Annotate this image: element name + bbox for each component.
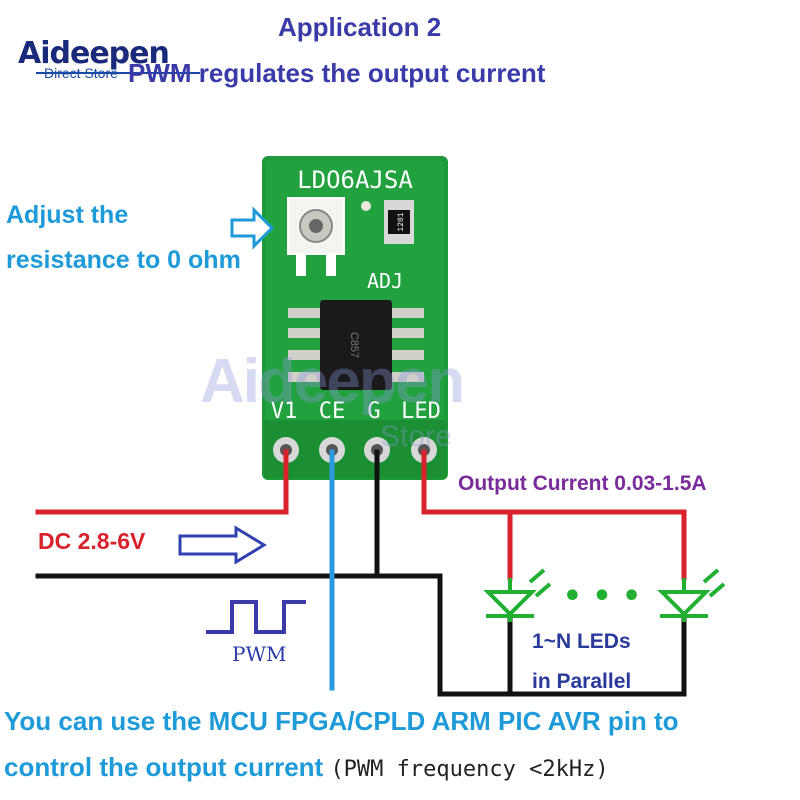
ic-chip: C857: [288, 300, 424, 390]
adjust-note-line1: Adjust the: [6, 201, 129, 229]
watermark-tagline: Store: [380, 420, 452, 453]
logo-brand: Aideepen: [18, 36, 170, 71]
pwm-waveform-icon: [206, 600, 306, 634]
page-subtitle: PWM regulates the output current: [128, 58, 546, 88]
page-title: Application 2: [278, 12, 442, 42]
resistor-code: 1201: [397, 212, 406, 231]
led-out-wire: [421, 449, 687, 581]
vin-wire: [35, 449, 289, 515]
footer-line2-paren: (PWM frequency <2kHz): [330, 757, 609, 782]
adjust-note-line2: resistance to 0 ohm: [6, 246, 241, 274]
part-number: LDO6AJSA: [297, 166, 413, 194]
chip-marking: C857: [348, 332, 360, 358]
leds-note-line1: 1~N LEDs: [532, 630, 631, 653]
adjust-note: Adjust the resistance to 0 ohm: [6, 193, 241, 283]
logo-tagline: Direct Store: [44, 65, 118, 81]
potentiometer: [287, 197, 345, 276]
output-current-label: Output Current 0.03-1.5A: [458, 472, 707, 495]
pwm-label: PWM: [232, 642, 287, 666]
dc-input-label: DC 2.8-6V: [38, 528, 146, 554]
leds-note: 1~N LEDs in Parallel: [532, 622, 631, 702]
led-icon-1: [483, 568, 552, 622]
led-icon-n: [657, 568, 726, 622]
footer-line1: You can use the MCU FPGA/CPLD ARM PIC AV…: [4, 706, 679, 736]
ground-return-wire: [374, 573, 687, 697]
pin-label-led: LED: [401, 399, 441, 424]
dc-arrow-icon: [178, 525, 267, 565]
pin-label-ce: CE: [319, 399, 346, 424]
adjust-arrow-icon: [230, 206, 275, 250]
footer-line2: control the output current (PWM frequenc…: [4, 752, 609, 783]
wires: [35, 449, 687, 697]
pin-label-v1: V1: [271, 399, 298, 424]
led-ellipsis: • • •: [563, 579, 641, 614]
leds-note-line2: in Parallel: [532, 670, 632, 693]
watermark-brand: Aideepen: [200, 347, 465, 416]
pcb-board: 1201 C857 LDO6AJSA ADJ V1 CE G LED: [262, 156, 448, 480]
footer-line2-text: control the output current: [4, 752, 324, 782]
pin-label-g: G: [367, 399, 380, 424]
resistor: 1201: [384, 200, 414, 244]
adj-label: ADJ: [367, 269, 403, 293]
logo: Aideepen Direct Store: [18, 36, 170, 81]
